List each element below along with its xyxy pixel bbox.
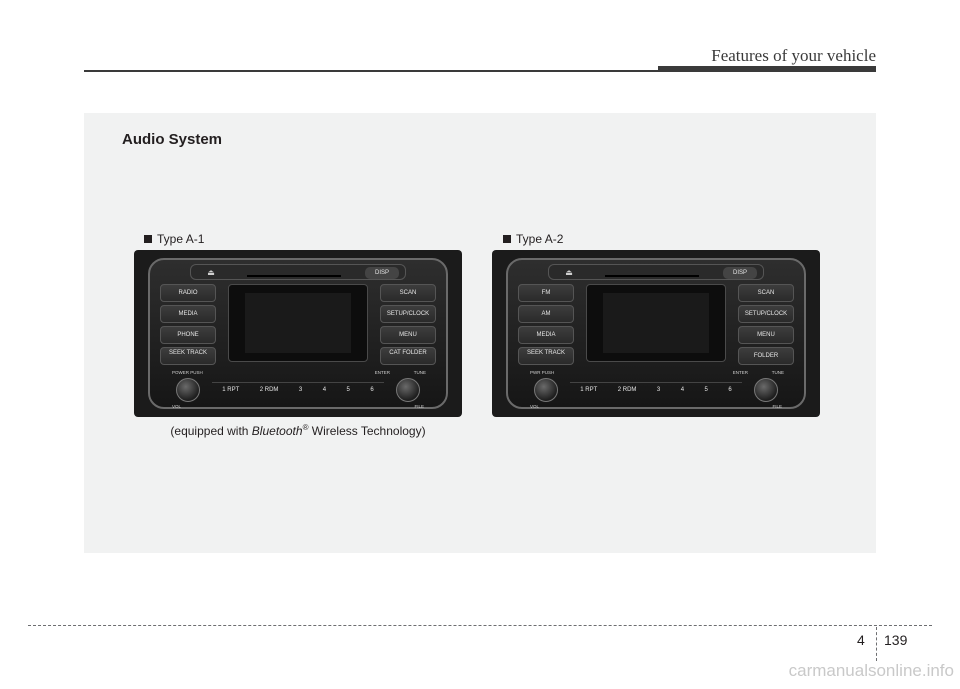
radio-bezel: ⏏ DISP FM AM MEDIA SEEK TRACK SCAN SETUP… xyxy=(506,258,806,409)
disp-button[interactable]: DISP xyxy=(723,267,757,279)
cd-slot: ⏏ DISP xyxy=(548,264,764,280)
caption-prefix: (equipped with xyxy=(170,424,252,438)
display-area xyxy=(245,293,351,353)
media-button[interactable]: MEDIA xyxy=(518,326,574,344)
tune-knob[interactable] xyxy=(396,378,420,402)
preset-buttons: 1 RPT 2 RDM 3 4 5 6 xyxy=(212,382,384,396)
display-screen xyxy=(228,284,368,362)
preset-buttons: 1 RPT 2 RDM 3 4 5 6 xyxy=(570,382,742,396)
preset-1-button[interactable]: 1 RPT xyxy=(222,386,240,393)
file-label: FILE xyxy=(772,404,782,409)
type-a1-text: Type A-1 xyxy=(157,232,205,246)
page-number: 139 xyxy=(884,632,908,648)
bullet-square-icon xyxy=(144,235,152,243)
preset-6-button[interactable]: 6 xyxy=(728,386,732,393)
audio-system-panel: Audio System Type A-1 Type A-2 ⏏ DISP RA… xyxy=(84,113,876,553)
volume-knob[interactable] xyxy=(534,378,558,402)
preset-2-button[interactable]: 2 RDM xyxy=(617,386,637,393)
caption-suffix: Wireless Technology) xyxy=(308,424,426,438)
radio-button[interactable]: RADIO xyxy=(160,284,216,302)
radio-unit-a2: ⏏ DISP FM AM MEDIA SEEK TRACK SCAN SETUP… xyxy=(492,250,820,417)
type-a2-label: Type A-2 xyxy=(503,232,563,246)
slot-line xyxy=(605,275,699,277)
cat-folder-button[interactable]: CAT FOLDER xyxy=(380,347,436,365)
display-area xyxy=(603,293,709,353)
power-label: PWR PUSH xyxy=(530,370,555,375)
tune-label: TUNE xyxy=(771,370,784,375)
preset-5-button[interactable]: 5 xyxy=(346,386,350,393)
eject-icon[interactable]: ⏏ xyxy=(565,268,573,277)
chapter-number: 4 xyxy=(857,632,865,648)
preset-1-button[interactable]: 1 RPT xyxy=(580,386,598,393)
file-label: FILE xyxy=(414,404,424,409)
bullet-square-icon xyxy=(503,235,511,243)
folder-button[interactable]: FOLDER xyxy=(738,347,794,365)
right-button-column: SCAN SETUP/CLOCK MENU FOLDER xyxy=(738,284,794,368)
footer-rule xyxy=(28,625,932,626)
caption-registered: ® xyxy=(302,423,309,432)
display-screen xyxy=(586,284,726,362)
bluetooth-caption: (equipped with Bluetooth® Wireless Techn… xyxy=(135,423,461,438)
setup-clock-button[interactable]: SETUP/CLOCK xyxy=(738,305,794,323)
header-title: Features of your vehicle xyxy=(711,46,876,65)
seek-track-button[interactable]: SEEK TRACK xyxy=(160,347,216,365)
preset-4-button[interactable]: 4 xyxy=(680,386,685,393)
eject-icon[interactable]: ⏏ xyxy=(207,268,215,277)
preset-3-button[interactable]: 3 xyxy=(298,386,303,393)
preset-6-button[interactable]: 6 xyxy=(370,386,374,393)
media-button[interactable]: MEDIA xyxy=(160,305,216,323)
scan-button[interactable]: SCAN xyxy=(380,284,436,302)
setup-clock-button[interactable]: SETUP/CLOCK xyxy=(380,305,436,323)
vol-label: VOL xyxy=(172,404,182,409)
caption-brand: Bluetooth xyxy=(251,424,303,438)
disp-button[interactable]: DISP xyxy=(365,267,399,279)
type-a1-label: Type A-1 xyxy=(144,232,204,246)
radio-bezel: ⏏ DISP RADIO MEDIA PHONE SEEK TRACK SCAN… xyxy=(148,258,448,409)
header-rule-accent xyxy=(658,66,876,72)
slot-line xyxy=(247,275,341,277)
phone-button[interactable]: PHONE xyxy=(160,326,216,344)
panel-title: Audio System xyxy=(122,131,223,148)
right-button-column: SCAN SETUP/CLOCK MENU CAT FOLDER xyxy=(380,284,436,368)
menu-button[interactable]: MENU xyxy=(380,326,436,344)
cd-slot: ⏏ DISP xyxy=(190,264,406,280)
type-a2-text: Type A-2 xyxy=(516,232,564,246)
left-button-column: RADIO MEDIA PHONE SEEK TRACK xyxy=(160,284,216,368)
header-rule xyxy=(84,70,658,72)
am-button[interactable]: AM xyxy=(518,305,574,323)
watermark: carmanualsonline.info xyxy=(788,661,954,680)
tune-knob[interactable] xyxy=(754,378,778,402)
preset-2-button[interactable]: 2 RDM xyxy=(259,386,279,393)
enter-label: ENTER xyxy=(374,370,390,375)
tune-label: TUNE xyxy=(413,370,426,375)
power-label: POWER PUSH xyxy=(172,370,203,375)
enter-label: ENTER xyxy=(732,370,748,375)
scan-button[interactable]: SCAN xyxy=(738,284,794,302)
preset-4-button[interactable]: 4 xyxy=(322,386,327,393)
preset-3-button[interactable]: 3 xyxy=(656,386,661,393)
control-row: POWER PUSH VOL 1 RPT 2 RDM 3 4 5 6 ENTER… xyxy=(150,370,446,410)
left-button-column: FM AM MEDIA SEEK TRACK xyxy=(518,284,574,368)
fm-button[interactable]: FM xyxy=(518,284,574,302)
preset-5-button[interactable]: 5 xyxy=(704,386,708,393)
menu-button[interactable]: MENU xyxy=(738,326,794,344)
control-row: PWR PUSH VOL 1 RPT 2 RDM 3 4 5 6 ENTER T… xyxy=(508,370,804,410)
radio-unit-a1: ⏏ DISP RADIO MEDIA PHONE SEEK TRACK SCAN… xyxy=(134,250,462,417)
footer-divider xyxy=(876,627,877,661)
seek-track-button[interactable]: SEEK TRACK xyxy=(518,347,574,365)
volume-knob[interactable] xyxy=(176,378,200,402)
vol-label: VOL xyxy=(530,404,540,409)
